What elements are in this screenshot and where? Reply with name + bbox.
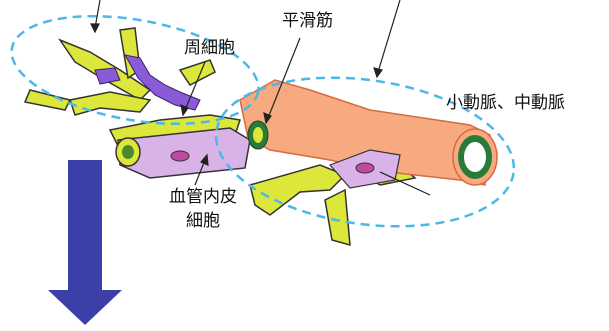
label-smooth-muscle: 平滑筋	[282, 10, 333, 32]
label-artery: 小動脈、中動脈	[446, 92, 565, 114]
label-pericyte: 周細胞	[184, 37, 235, 59]
down-arrow-icon	[48, 160, 122, 325]
label-endothelial-line1: 血管内皮	[161, 185, 245, 209]
label-endothelial-line2: 細胞	[161, 209, 245, 233]
label-endothelial-cell: 血管内皮 細胞	[161, 185, 245, 233]
